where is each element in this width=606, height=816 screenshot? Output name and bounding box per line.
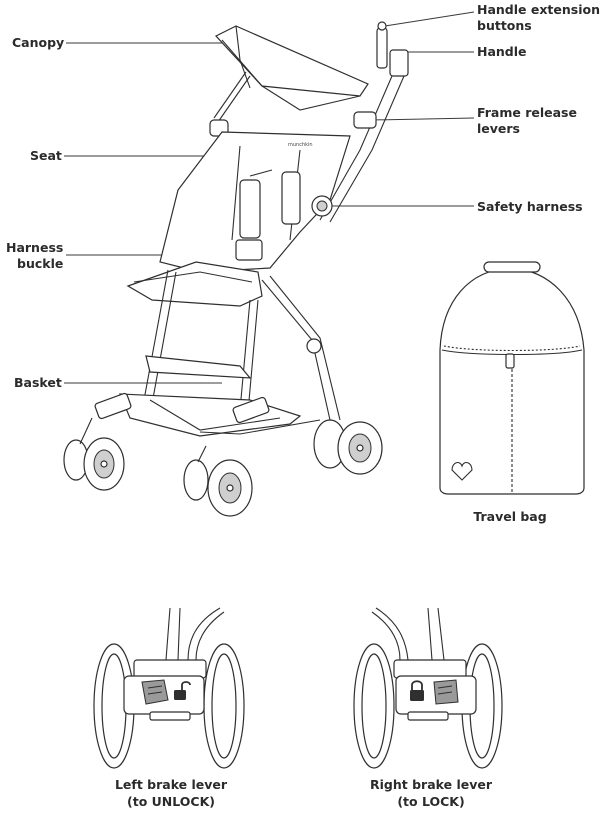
right-brake-illustration [353, 607, 503, 769]
right-brake-caption-line1: Right brake lever [370, 777, 492, 792]
leader-lines [64, 11, 475, 384]
safety-harness-label: Safety harness [477, 199, 583, 214]
seat-label: Seat [30, 148, 62, 163]
basket-label: Basket [14, 375, 62, 390]
left-brake-illustration [93, 607, 245, 769]
handle-extension-label-line1: Handle extension [477, 2, 600, 17]
handle-label: Handle [477, 44, 527, 59]
frame-release-label-line2: levers [477, 121, 520, 136]
canopy-label: Canopy [12, 35, 65, 50]
harness-buckle-label-line1: Harness [6, 240, 64, 255]
right-brake-caption-line2: (to LOCK) [397, 794, 465, 809]
frame-release-label-line1: Frame release [477, 105, 577, 120]
handle-extension-label-line2: buttons [477, 18, 532, 33]
travel-bag-caption: Travel bag [473, 509, 547, 524]
harness-buckle-label-line2: buckle [17, 256, 64, 271]
travel-bag-illustration [439, 261, 585, 495]
svg-text:munchkin: munchkin [288, 142, 313, 148]
stroller-illustration: munchkin [63, 21, 409, 517]
left-brake-caption-line1: Left brake lever [114, 777, 228, 792]
left-brake-caption-line2: (to UNLOCK) [127, 794, 215, 809]
